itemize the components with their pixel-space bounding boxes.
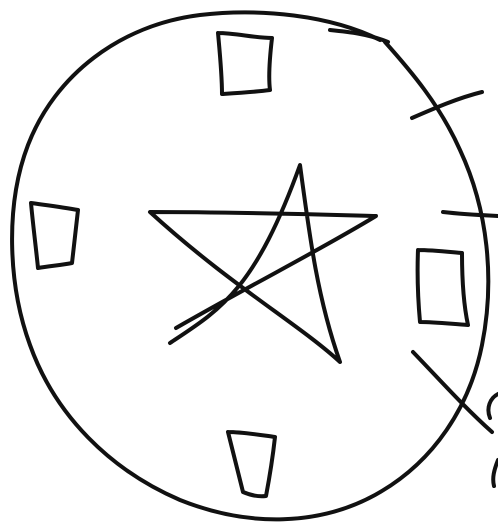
tick-top-right (412, 92, 482, 118)
star-shape (150, 165, 376, 362)
fragment-right-lower (488, 394, 498, 418)
tick-middle-right (443, 212, 498, 216)
square-right (418, 250, 468, 325)
square-left (31, 203, 78, 268)
square-top (218, 33, 272, 94)
fragment-right-bottom (493, 460, 498, 486)
circle-closure-stroke (330, 30, 388, 42)
square-bottom (228, 432, 275, 496)
